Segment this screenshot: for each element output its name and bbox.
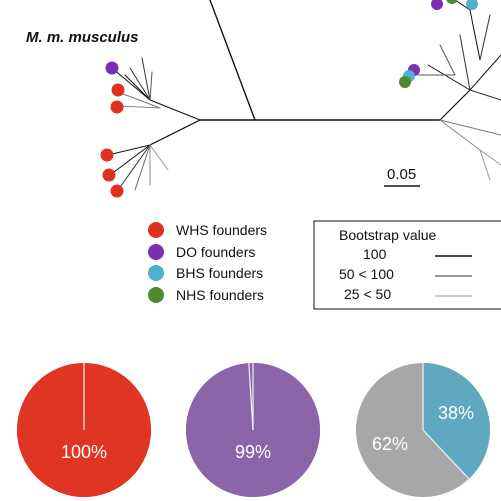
bootstrap-title: Bootstrap value: [339, 227, 436, 243]
tree-branches: [107, 0, 501, 191]
bootstrap-row-label: 50 < 100: [339, 266, 394, 282]
pie-divider: [248, 363, 254, 431]
legend-label-nhs: NHS founders: [176, 287, 264, 303]
branch: [439, 44, 456, 76]
tip-whs: [110, 100, 124, 114]
tip-whs: [100, 148, 114, 162]
branch: [459, 34, 471, 91]
pie-main-label: 38%: [438, 403, 474, 423]
tip-bhs: [466, 0, 478, 10]
legend-swatch-bhs: [148, 265, 164, 281]
tip-whs: [110, 184, 124, 198]
tip-do: [105, 61, 119, 75]
legend-swatch-whs: [148, 222, 164, 238]
branch: [149, 99, 201, 121]
branch: [454, 0, 471, 11]
branch: [149, 71, 153, 101]
bootstrap-legend: Bootstrap value 100 50 < 100 25 < 50: [313, 220, 501, 310]
pie-main-label: 100%: [61, 442, 107, 462]
branch: [209, 0, 256, 121]
branch: [427, 64, 471, 91]
pie-charts: 100% 99% 38% 62%: [17, 363, 491, 497]
branch: [117, 91, 161, 109]
pie-other-label: 62%: [372, 434, 408, 454]
branch: [439, 119, 481, 151]
scale-label: 0.05: [387, 166, 416, 183]
branch: [141, 57, 151, 101]
tip-whs: [111, 83, 125, 97]
branch: [469, 89, 501, 101]
bootstrap-row-label: 100: [363, 246, 387, 262]
bootstrap-row-label: 25 < 50: [344, 286, 391, 302]
tip-markers: [100, 0, 478, 198]
bootstrap-legend-box: [313, 220, 501, 310]
branch: [117, 105, 161, 109]
branch: [149, 144, 169, 171]
branch: [469, 9, 481, 61]
founder-legend: WHS founders DO founders BHS founders NH…: [148, 222, 267, 303]
branch: [109, 144, 151, 176]
tip-nhs: [399, 76, 411, 88]
branch: [129, 67, 151, 101]
pie-divider: [422, 429, 470, 480]
branch: [479, 149, 491, 181]
branch: [479, 149, 501, 166]
legend-swatch-nhs: [148, 287, 164, 303]
tip-whs: [102, 168, 116, 182]
branch: [134, 144, 151, 191]
branch: [439, 119, 501, 136]
branch: [107, 144, 151, 156]
legend-swatch-do: [148, 244, 164, 260]
legend-label-bhs: BHS founders: [176, 265, 263, 281]
branch: [124, 74, 151, 101]
scale-bar: 0.05: [384, 166, 420, 187]
branch: [117, 144, 151, 191]
clade-label: M. m. musculus: [26, 29, 139, 46]
legend-label-do: DO founders: [176, 244, 255, 260]
branch: [469, 54, 501, 91]
branch: [479, 14, 491, 61]
tip-do: [431, 0, 443, 10]
branch: [149, 119, 201, 146]
tip-nhs: [446, 0, 458, 4]
branch: [111, 67, 151, 101]
branch: [439, 89, 471, 121]
pie-main-slice: [423, 363, 491, 479]
legend-label-whs: WHS founders: [176, 222, 267, 238]
pie-main-label: 99%: [235, 442, 271, 462]
